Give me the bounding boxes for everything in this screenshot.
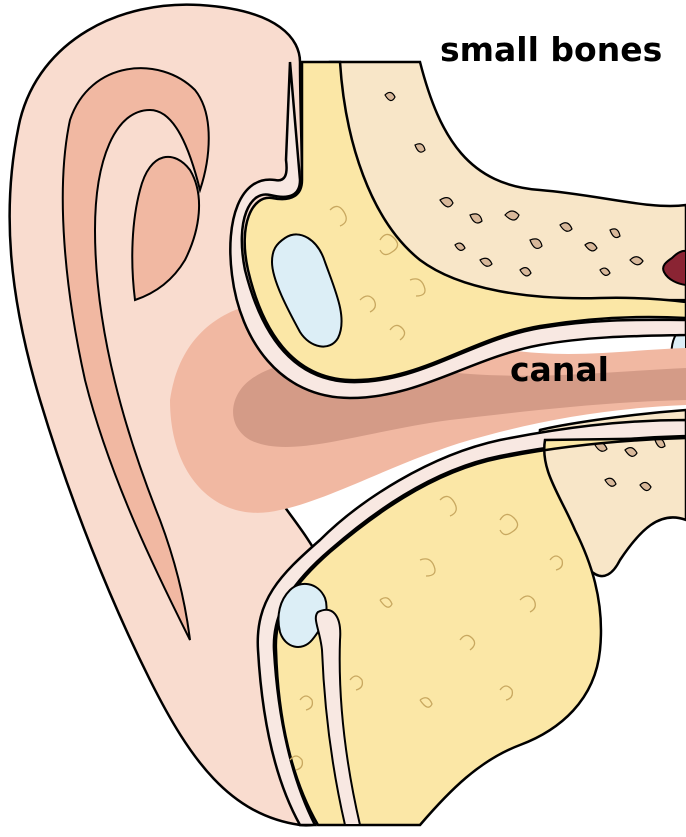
label-canal: canal	[510, 350, 609, 389]
label-small-bones: small bones	[440, 30, 662, 69]
